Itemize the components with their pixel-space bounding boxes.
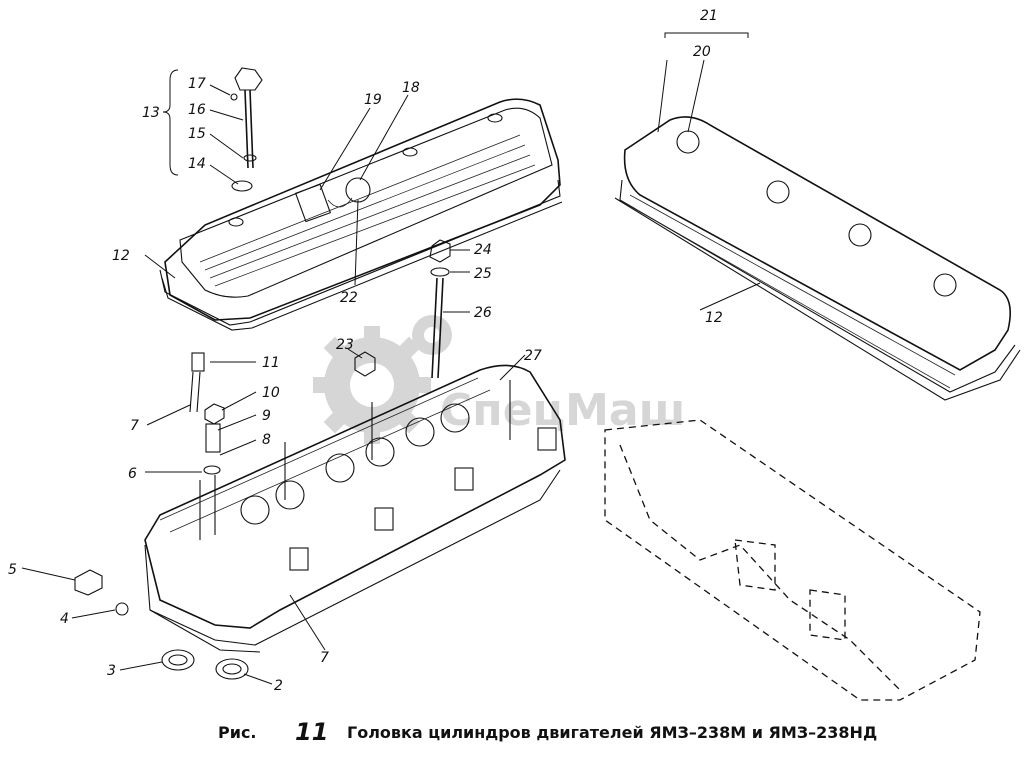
label-7-bottom: 7: [320, 650, 329, 666]
caption-prefix: Рис.: [218, 723, 257, 742]
label-20: 20: [693, 44, 711, 60]
label-7-top: 7: [130, 418, 139, 434]
label-14: 14: [188, 156, 206, 172]
label-19: 19: [364, 92, 382, 108]
label-21: 21: [700, 8, 718, 24]
label-12-left: 12: [112, 248, 130, 264]
caption-number: 11: [295, 718, 328, 746]
label-22: 22: [340, 290, 358, 306]
part-labels: 21 20 17 16 15 14 13 19 18 12 12 24 25 2…: [8, 8, 723, 694]
caption-title: Головка цилиндров двигателей ЯМЗ–238М и …: [347, 723, 877, 742]
cover-nuts: [676, 130, 957, 297]
label-8: 8: [262, 432, 271, 448]
label-26: 26: [474, 305, 492, 321]
engine-block-outline: [604, 419, 981, 701]
valve-cover-right: [614, 116, 1021, 401]
label-12-right: 12: [705, 310, 723, 326]
cylinder-head: [144, 364, 566, 653]
figure-caption: Рис. 11 Головка цилиндров двигателей ЯМЗ…: [218, 718, 877, 746]
label-2: 2: [274, 678, 283, 694]
label-24: 24: [474, 242, 492, 258]
label-6: 6: [128, 466, 137, 482]
gear-icon: [313, 315, 452, 444]
label-9: 9: [262, 408, 271, 424]
stud-assembly: [354, 239, 451, 379]
watermark-text: СпецМаш: [440, 385, 685, 436]
label-15: 15: [188, 126, 206, 142]
label-3: 3: [107, 663, 116, 679]
label-5: 5: [8, 562, 17, 578]
bushing-parts: [74, 352, 249, 680]
label-27: 27: [524, 348, 542, 364]
leader-lines: [21, 32, 761, 685]
valve-cover-left: [159, 98, 563, 331]
label-4: 4: [60, 611, 69, 627]
label-13: 13: [142, 105, 160, 121]
oil-filler-assembly: [230, 67, 263, 192]
label-16: 16: [188, 102, 206, 118]
label-10: 10: [262, 385, 280, 401]
label-23: 23: [336, 337, 354, 353]
label-25: 25: [474, 266, 492, 282]
label-18: 18: [402, 80, 420, 96]
watermark: СпецМаш: [313, 315, 685, 444]
label-17: 17: [188, 76, 206, 92]
label-11: 11: [262, 355, 280, 371]
